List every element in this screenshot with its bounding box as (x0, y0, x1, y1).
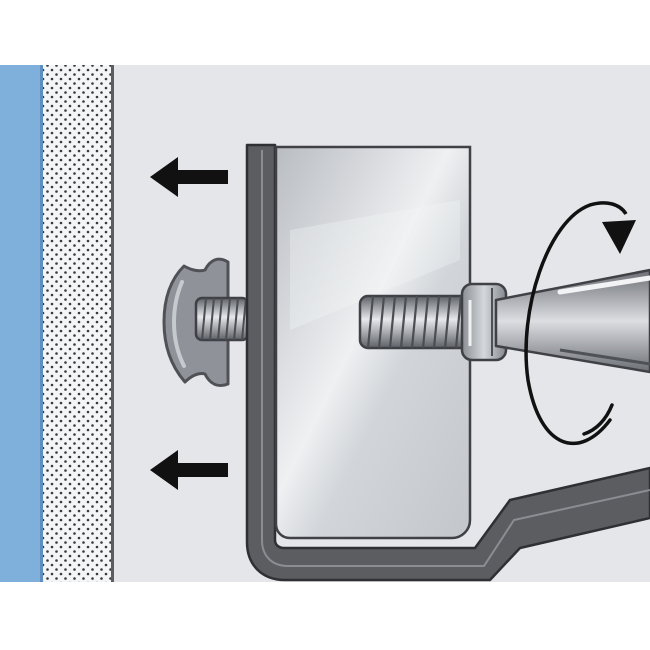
drywall-texture (43, 65, 113, 582)
anchor-thread-left (194, 296, 250, 342)
screwdriver-shaft (494, 268, 650, 374)
wall-layer (0, 65, 42, 582)
wall-layer-edge (40, 65, 43, 582)
arrow-left-icon (150, 157, 228, 197)
rotate-clockwise-icon (524, 201, 636, 446)
arrow-left-icon (150, 450, 228, 490)
drywall-edge (111, 65, 114, 582)
bolt-thread (358, 294, 472, 350)
